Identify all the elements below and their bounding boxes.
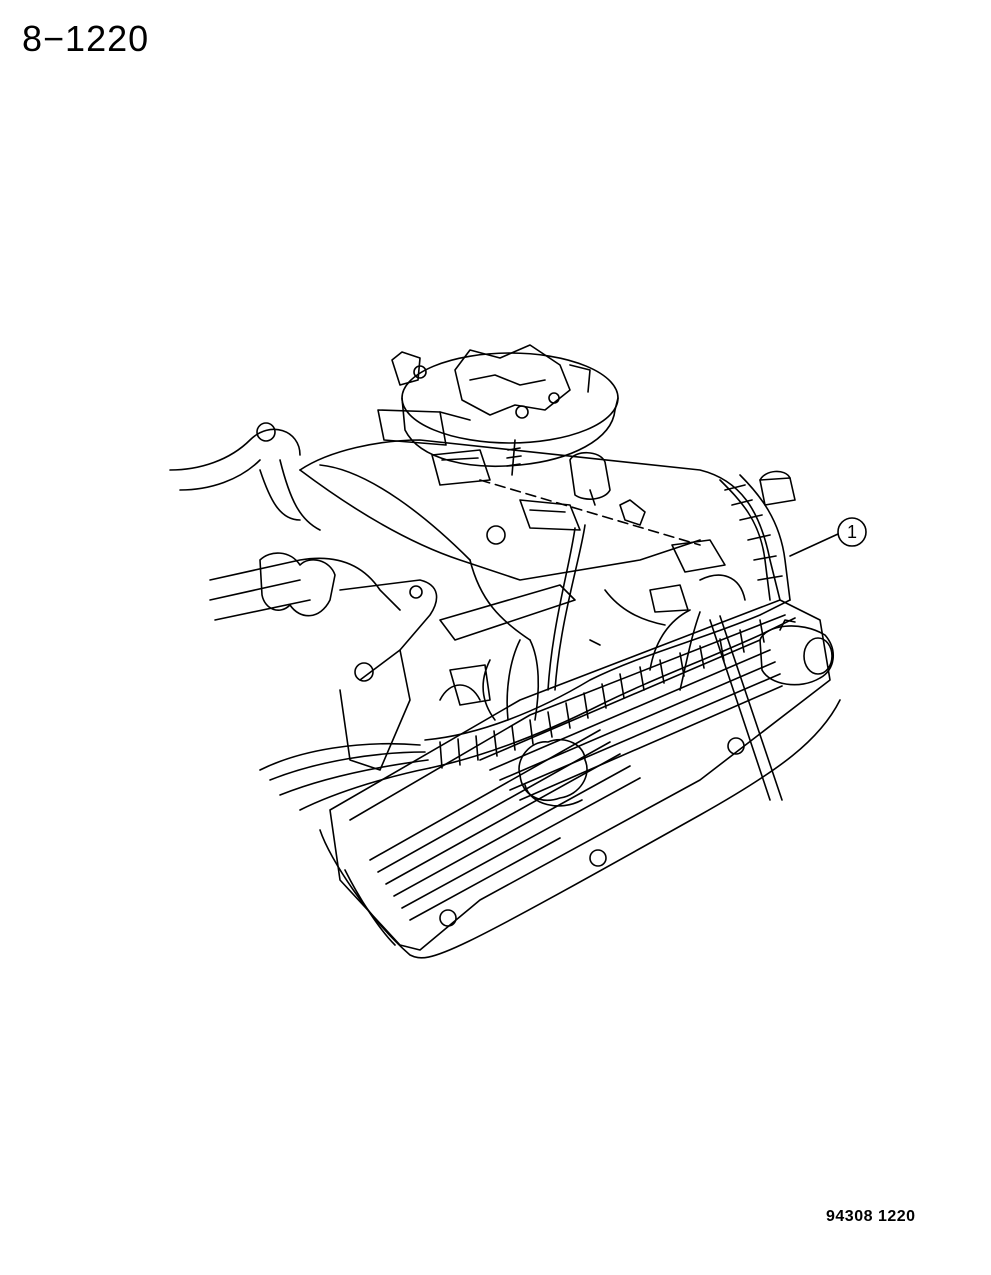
intake-manifold bbox=[170, 423, 780, 770]
sensor-body bbox=[760, 471, 833, 684]
harness-connectors bbox=[440, 480, 725, 705]
page-number: 8−1220 bbox=[22, 18, 150, 59]
valve-cover bbox=[320, 600, 840, 958]
figure-code: 94308 1220 bbox=[826, 1208, 916, 1225]
callout-1 bbox=[790, 518, 866, 556]
throttle-body bbox=[378, 345, 645, 525]
callout-number: 1 bbox=[846, 522, 857, 542]
wiring-harness bbox=[260, 475, 795, 810]
